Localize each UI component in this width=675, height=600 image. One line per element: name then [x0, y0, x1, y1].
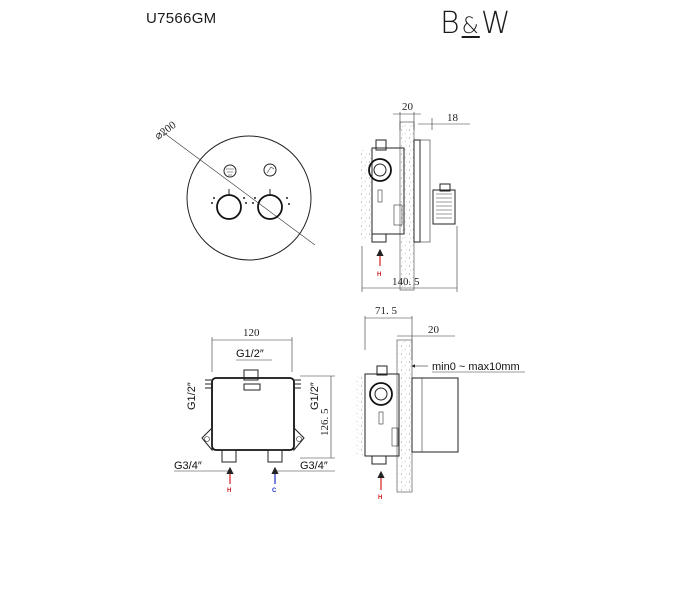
- diameter-label: ⌀200: [153, 119, 179, 143]
- brand-logo: B&W: [440, 6, 511, 41]
- hot-mark: H: [378, 495, 382, 501]
- wall-thickness-dim: 20: [402, 101, 414, 113]
- trim-plate-circle: [186, 135, 312, 261]
- top-outlet: [243, 369, 259, 381]
- adjust-range-note: min0 ~ max10mm: [432, 361, 520, 373]
- front-view: ⌀200: [153, 119, 316, 261]
- outlet-port: [368, 158, 392, 182]
- depth-dim: 140. 5: [392, 276, 420, 288]
- brand-ampersand: &: [461, 14, 480, 39]
- top-thread-label: G1/2″: [236, 348, 264, 360]
- cartridge: [432, 189, 456, 225]
- valve-body: [371, 147, 405, 235]
- wall-section-back: [355, 375, 365, 455]
- wall-thickness-dim: 20: [428, 324, 440, 336]
- side-view-top: 20 18 H 140. 5: [360, 101, 470, 292]
- shower-head-icon: [223, 164, 237, 178]
- outlet-port: [369, 382, 393, 406]
- sleeve-housing: [411, 377, 459, 453]
- model-number: U7566GM: [146, 10, 217, 27]
- diameter-leader-line: [159, 129, 316, 246]
- hand-shower-icon: [263, 163, 277, 177]
- height-dim: 126. 5: [319, 408, 331, 436]
- right-inlet-port: [267, 449, 283, 463]
- total-depth-dim: 71. 5: [375, 305, 398, 317]
- right-thread-label: G1/2″: [309, 382, 321, 410]
- width-dim: 120: [243, 327, 260, 339]
- plate-thickness-dim: 18: [447, 112, 459, 124]
- side-view-bottom: 71. 5 20 min0 ~ max10mm H: [355, 305, 525, 501]
- cold-mark: C: [272, 488, 277, 494]
- hot-mark: H: [377, 272, 381, 278]
- brand-letter-b: B: [440, 6, 461, 41]
- left-inlet-port: [221, 449, 237, 463]
- valve-body: [364, 373, 400, 457]
- right-mounting-ear: [293, 426, 305, 452]
- left-inlet-label: G3/4″: [174, 460, 202, 472]
- left-thread-label: G1/2″: [186, 382, 198, 410]
- valve-box: [211, 377, 295, 451]
- hot-mark: H: [227, 488, 231, 494]
- left-control-knob: [211, 189, 247, 220]
- brand-letter-w: W: [480, 6, 512, 41]
- back-view: 120 G1/2″ G1/2″ G1/2″ 126. 5 G3/4″ G3/4″…: [174, 327, 335, 494]
- right-control-knob: [252, 189, 290, 220]
- left-mounting-ear: [201, 426, 213, 452]
- right-inlet-label: G3/4″: [300, 460, 328, 472]
- cover-plate: [413, 139, 421, 243]
